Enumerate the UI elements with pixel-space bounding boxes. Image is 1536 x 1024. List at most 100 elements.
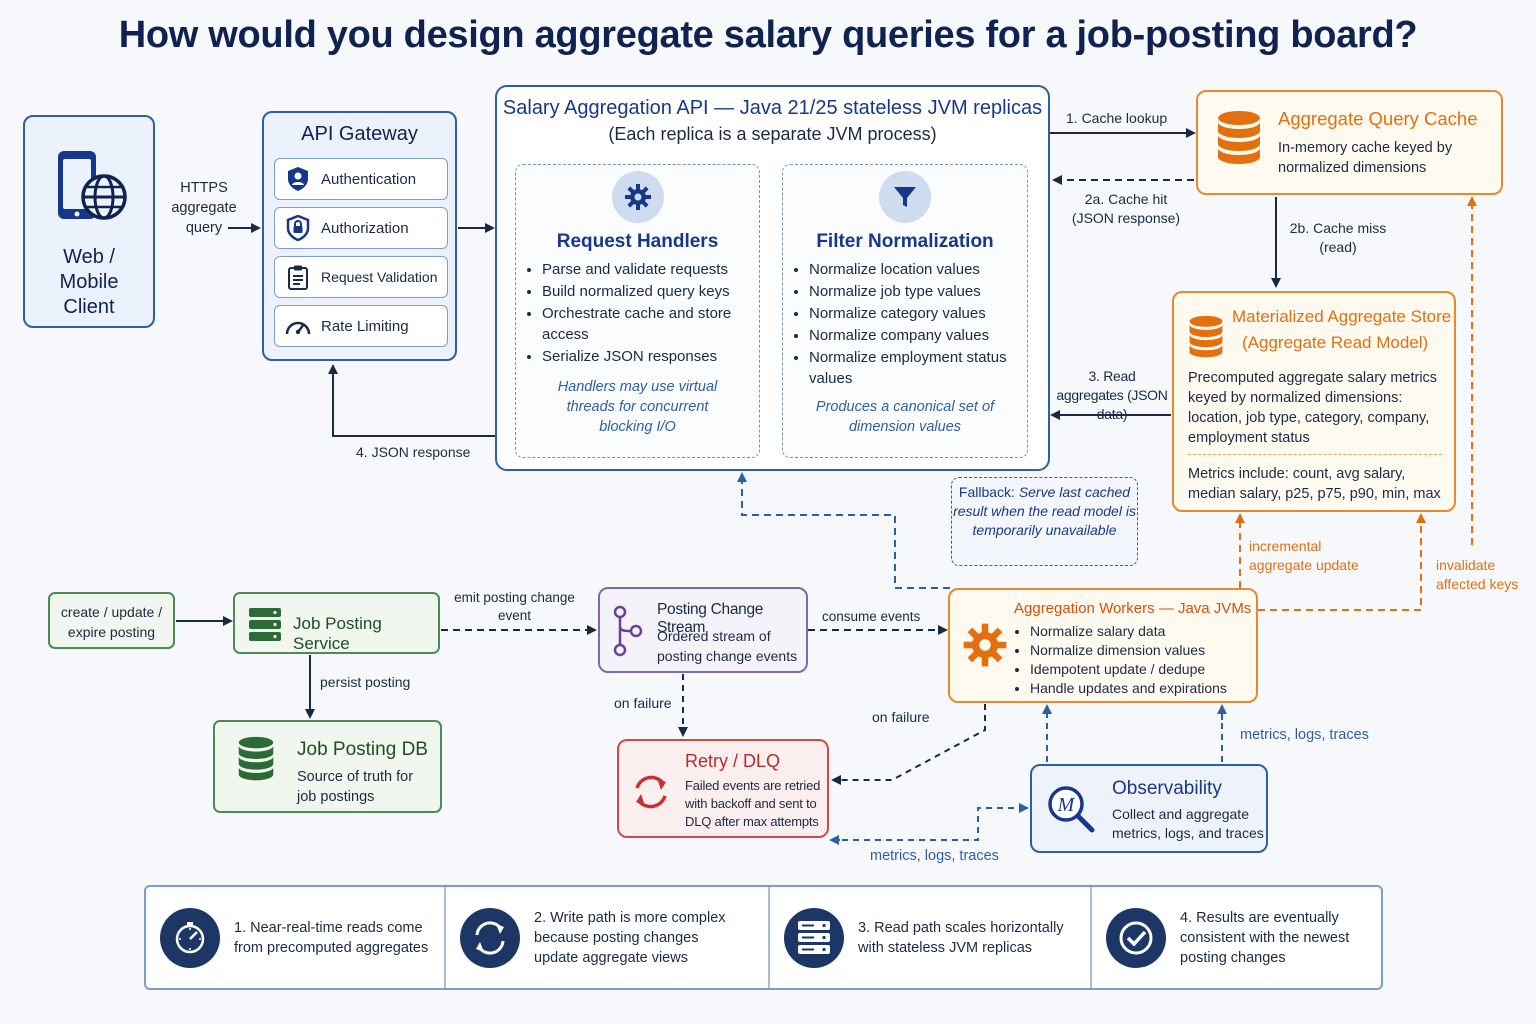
list-item: Normalize company values <box>809 325 1027 346</box>
gateway-item-label: Request Validation <box>321 269 438 285</box>
clipboard-icon <box>275 264 321 290</box>
database-icon <box>1188 315 1224 364</box>
database-icon <box>1216 110 1262 171</box>
posting-change-stream-box[interactable]: Posting Change Stream Ordered stream of … <box>598 587 808 673</box>
observability-box: M Observability Collect and aggregate me… <box>1030 764 1268 853</box>
sync-icon <box>460 907 520 968</box>
list-item: Normalize salary data <box>1030 622 1227 641</box>
takeaway-text: 1. Near-real-time reads come from precom… <box>234 919 429 956</box>
filter-normalization-title: Filter Normalization <box>816 231 994 252</box>
edge-label-incremental-update: incremental aggregate update <box>1249 538 1359 573</box>
job-db-desc: Source of truth for job postings <box>297 769 414 805</box>
filter-normalization-list: Normalize location values Normalize job … <box>783 259 1027 389</box>
shield-user-icon <box>275 166 321 192</box>
takeaway-3: 3. Read path scales horizontally with st… <box>770 887 1090 988</box>
list-item: Parse and validate requests <box>542 259 759 280</box>
svg-text:M: M <box>1057 794 1076 816</box>
edge-label-metrics-bottom: metrics, logs, traces <box>870 848 999 864</box>
gateway-item-label: Rate Limiting <box>321 317 409 335</box>
salary-aggregation-api-box: Salary Aggregation API — Java 21/25 stat… <box>495 85 1050 471</box>
edge-label-json-response: 4. JSON response <box>356 444 471 460</box>
stream-title: Posting Change Stream <box>657 601 764 636</box>
check-circle-icon <box>1106 907 1166 968</box>
workers-list: Normalize salary data Normalize dimensio… <box>1012 622 1227 698</box>
footer-takeaways: 1. Near-real-time reads come from precom… <box>144 885 1383 990</box>
workers-title: Aggregation Workers — Java JVMs <box>1014 600 1252 617</box>
edge-label-emit: emit posting change event <box>454 590 575 623</box>
gateway-item-label: Authorization <box>321 219 409 237</box>
filter-icon <box>879 171 931 223</box>
edge-label-invalidate: invalidate affected keys <box>1436 557 1519 592</box>
job-service-label: Job Posting Service <box>293 614 382 653</box>
api-subtitle-pre: (Each replica <box>608 124 714 144</box>
edge-label-workers-failure: on failure <box>872 709 930 725</box>
api-title: Salary Aggregation API — Java 21/25 stat… <box>502 97 1043 119</box>
edge-label-cache-lookup: 1. Cache lookup <box>1066 110 1168 126</box>
gateway-rate-limiting[interactable]: Rate Limiting <box>274 305 448 347</box>
gateway-authentication[interactable]: Authentication <box>274 158 448 200</box>
store-title-line1: Materialized Aggregate Store <box>1232 307 1452 326</box>
stream-icon <box>610 605 644 662</box>
takeaway-1: 1. Near-real-time reads come from precom… <box>146 887 444 988</box>
list-item: Normalize employment status values <box>809 347 1027 389</box>
edge-label-cache-hit: 2a. Cache hit (JSON response) <box>1071 191 1181 226</box>
arrow-json-response <box>328 364 495 437</box>
edge-label-cache-miss: 2b. Cache miss (read) <box>1289 220 1387 255</box>
arrow-fallback <box>737 472 950 589</box>
client-label: Web / Mobile Client <box>59 246 119 318</box>
page-title: How would you design aggregate salary qu… <box>118 14 1418 56</box>
list-item: Normalize category values <box>809 303 1027 324</box>
client-box: Web / Mobile Client <box>23 115 155 328</box>
list-item: Idempotent update / dedupe <box>1030 660 1227 679</box>
filter-normalization-note: Produces a canonical set of dimension va… <box>815 399 995 435</box>
footer-divider <box>444 887 446 988</box>
gauge-icon <box>275 315 321 337</box>
phone-globe-icon <box>54 147 127 227</box>
observability-desc: Collect and aggregate metrics, logs, and… <box>1112 806 1264 841</box>
store-title-line2: (Aggregate Read Model) <box>1242 333 1429 352</box>
cache-title: Aggregate Query Cache <box>1278 108 1478 129</box>
cache-desc: In-memory cache keyed by normalized dime… <box>1278 140 1453 176</box>
aggregate-query-cache-box: Aggregate Query Cache In-memory cache ke… <box>1196 90 1503 195</box>
edge-label-stream-failure: on failure <box>614 695 672 711</box>
list-item: Handle updates and expirations <box>1030 679 1227 698</box>
fallback-label: Fallback: <box>958 484 1015 500</box>
job-db-title: Job Posting DB <box>297 739 428 760</box>
request-handlers-note: Handlers may use virtual threads for con… <box>557 379 718 435</box>
fallback-text: Serve last cached result when the read m… <box>953 484 1136 538</box>
takeaway-text: 2. Write path is more complex because po… <box>534 909 726 966</box>
list-item: Normalize location values <box>809 259 1027 280</box>
list-item: Normalize dimension values <box>1030 641 1227 660</box>
stream-desc: Ordered stream of posting change events <box>657 628 798 664</box>
observability-title: Observability <box>1112 778 1222 799</box>
list-item: Orchestrate cache and store access <box>542 303 759 345</box>
materialized-aggregate-store-box: Materialized Aggregate Store (Aggregate … <box>1172 291 1456 512</box>
aggregation-workers-box: Aggregation Workers — Java JVMs Normaliz… <box>948 588 1258 703</box>
edge-label-metrics-right: metrics, logs, traces <box>1240 727 1369 743</box>
list-item: Build normalized query keys <box>542 281 759 302</box>
server-icon <box>249 608 281 647</box>
edge-label-https: HTTPS aggregate query <box>171 180 237 236</box>
store-metrics: Metrics include: count, avg salary, medi… <box>1188 466 1441 502</box>
api-subtitle-post: is a separate JVM process) <box>718 124 937 144</box>
footer-divider <box>768 887 770 988</box>
retry-dlq-box: Retry / DLQ Failed events are retried wi… <box>617 739 829 838</box>
list-item: Serialize JSON responses <box>542 346 759 367</box>
store-desc: Precomputed aggregate salary metrics key… <box>1188 370 1438 446</box>
shield-lock-icon <box>275 215 321 241</box>
gear-icon <box>962 622 1008 673</box>
gateway-request-validation[interactable]: Request Validation <box>274 256 448 298</box>
list-item: Normalize job type values <box>809 281 1027 302</box>
takeaway-text: 3. Read path scales horizontally with st… <box>858 919 1064 956</box>
posting-trigger-box: create / update / expire posting <box>48 592 175 649</box>
edge-label-consume: consume events <box>822 609 921 624</box>
job-posting-service-box[interactable]: Job Posting Service <box>233 592 440 654</box>
gateway-title: API Gateway <box>301 123 418 145</box>
arrow-retry-obs <box>831 803 1029 841</box>
retry-icon <box>631 773 671 816</box>
job-posting-db-box: Job Posting DB Source of truth for job p… <box>213 720 442 813</box>
gateway-authorization[interactable]: Authorization <box>274 207 448 249</box>
filter-normalization-panel: Filter Normalization Normalize location … <box>782 164 1028 458</box>
api-subtitle: (Each replica is a separate JVM process) <box>497 124 1048 145</box>
retry-desc: Failed events are retried with backoff a… <box>685 778 821 829</box>
